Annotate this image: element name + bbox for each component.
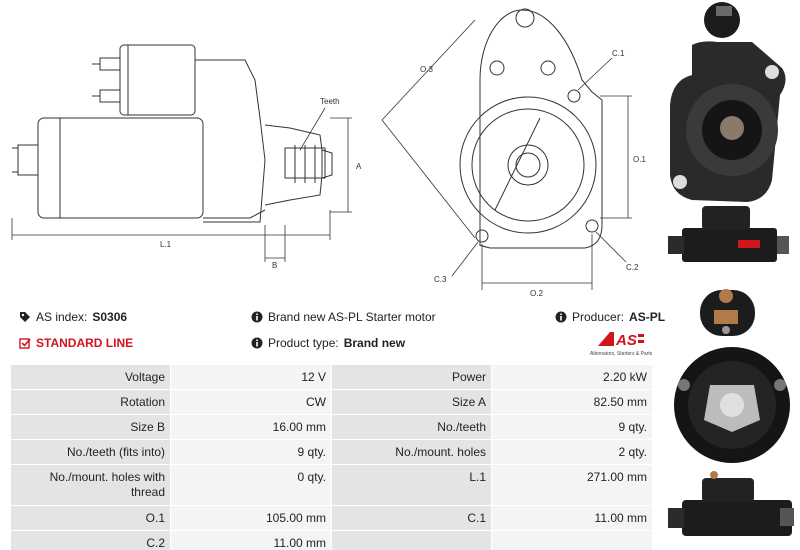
product-type: Product type: Brand new [250,336,405,350]
checkbox-icon [18,337,31,350]
spec-label: O.1 [10,505,171,531]
spec-value: 11.00 mm [170,530,332,550]
product-photo-top[interactable] [700,289,755,336]
spec-label: L.1 [331,464,492,506]
spec-value: 2 qty. [491,439,653,465]
spec-label: No./mount. holes [331,439,492,465]
producer-label: Producer: [572,310,625,324]
product-photo-rear[interactable] [674,347,790,463]
spec-label: No./mount. holes with thread [10,464,171,506]
table-row: No./teeth (fits into) 9 qty. No./mount. … [10,439,653,465]
product-type-value: Brand new [343,336,406,350]
spec-value: CW [170,389,332,415]
specifications-table: Voltage 12 V Power 2.20 kW Rotation CW S… [10,364,653,550]
spec-label: Size A [331,389,492,415]
producer: Producer: AS-PL [554,310,665,324]
teeth-label: Teeth [320,97,340,106]
as-pl-logo: AS Alternators, Starters & Parts [588,328,660,360]
spec-value: 11.00 mm [491,505,653,531]
info-icon [250,337,263,350]
tag-icon [18,311,31,324]
dimension-o2-label: O.2 [530,289,543,298]
as-index-value: S0306 [92,310,128,324]
spec-value: 9 qty. [170,439,332,465]
starter-motor-drawing: Teeth A B L.1 O.1 O.2 O.3 C.1 C.2 C.3 [11,8,646,298]
info-icon [554,311,567,324]
table-row: Voltage 12 V Power 2.20 kW [10,364,653,390]
standard-line-text: STANDARD LINE [36,336,134,350]
spec-value: 271.00 mm [491,464,653,506]
table-row: C.2 11.00 mm [10,530,653,550]
spec-value: 0 qty. [170,464,332,506]
table-row: Size B 16.00 mm No./teeth 9 qty. [10,414,653,440]
dimension-o1-label: O.1 [633,155,646,164]
product-photo-front[interactable] [670,2,786,202]
description: Brand new AS-PL Starter motor [250,310,436,324]
technical-drawing: Teeth A B L.1 O.1 O.2 O.3 C.1 C.2 C.3 [0,0,660,300]
dimension-l1-label: L.1 [160,240,172,249]
standard-line: STANDARD LINE [18,336,133,350]
spec-value: 2.20 kW [491,364,653,390]
dimension-c2-label: C.2 [626,263,639,272]
table-row: O.1 105.00 mm C.1 11.00 mm [10,505,653,531]
product-info: AS index: S0306 STANDARD LINE Brand new … [14,310,665,358]
product-photo-side-large[interactable] [668,471,794,536]
dimension-o3-label: O.3 [420,65,433,74]
producer-value: AS-PL [629,310,666,324]
dimension-c1-label: C.1 [612,49,625,58]
table-row: Rotation CW Size A 82.50 mm [10,389,653,415]
product-photo-side[interactable] [668,206,789,262]
spec-label [331,530,492,550]
spec-label: Size B [10,414,171,440]
spec-value [491,530,653,550]
description-text: Brand new AS-PL Starter motor [268,310,436,324]
logo-tagline: Alternators, Starters & Parts [590,351,653,357]
spec-label: Voltage [10,364,171,390]
product-photos [662,0,800,550]
dimension-b-label: B [272,261,277,270]
logo-mark: AS [615,332,637,349]
spec-value: 82.50 mm [491,389,653,415]
as-index: AS index: S0306 [18,310,127,324]
table-row: No./mount. holes with thread 0 qty. L.1 … [10,464,653,506]
product-type-label: Product type: [268,336,339,350]
spec-value: 105.00 mm [170,505,332,531]
dimension-a-label: A [356,162,362,171]
dimension-c3-label: C.3 [434,275,447,284]
info-icon [250,311,263,324]
spec-label: No./teeth (fits into) [10,439,171,465]
spec-value: 9 qty. [491,414,653,440]
spec-label: Power [331,364,492,390]
spec-value: 16.00 mm [170,414,332,440]
as-index-label: AS index: [36,310,88,324]
spec-label: No./teeth [331,414,492,440]
spec-label: C.1 [331,505,492,531]
spec-label: Rotation [10,389,171,415]
spec-value: 12 V [170,364,332,390]
spec-label: C.2 [10,530,171,550]
